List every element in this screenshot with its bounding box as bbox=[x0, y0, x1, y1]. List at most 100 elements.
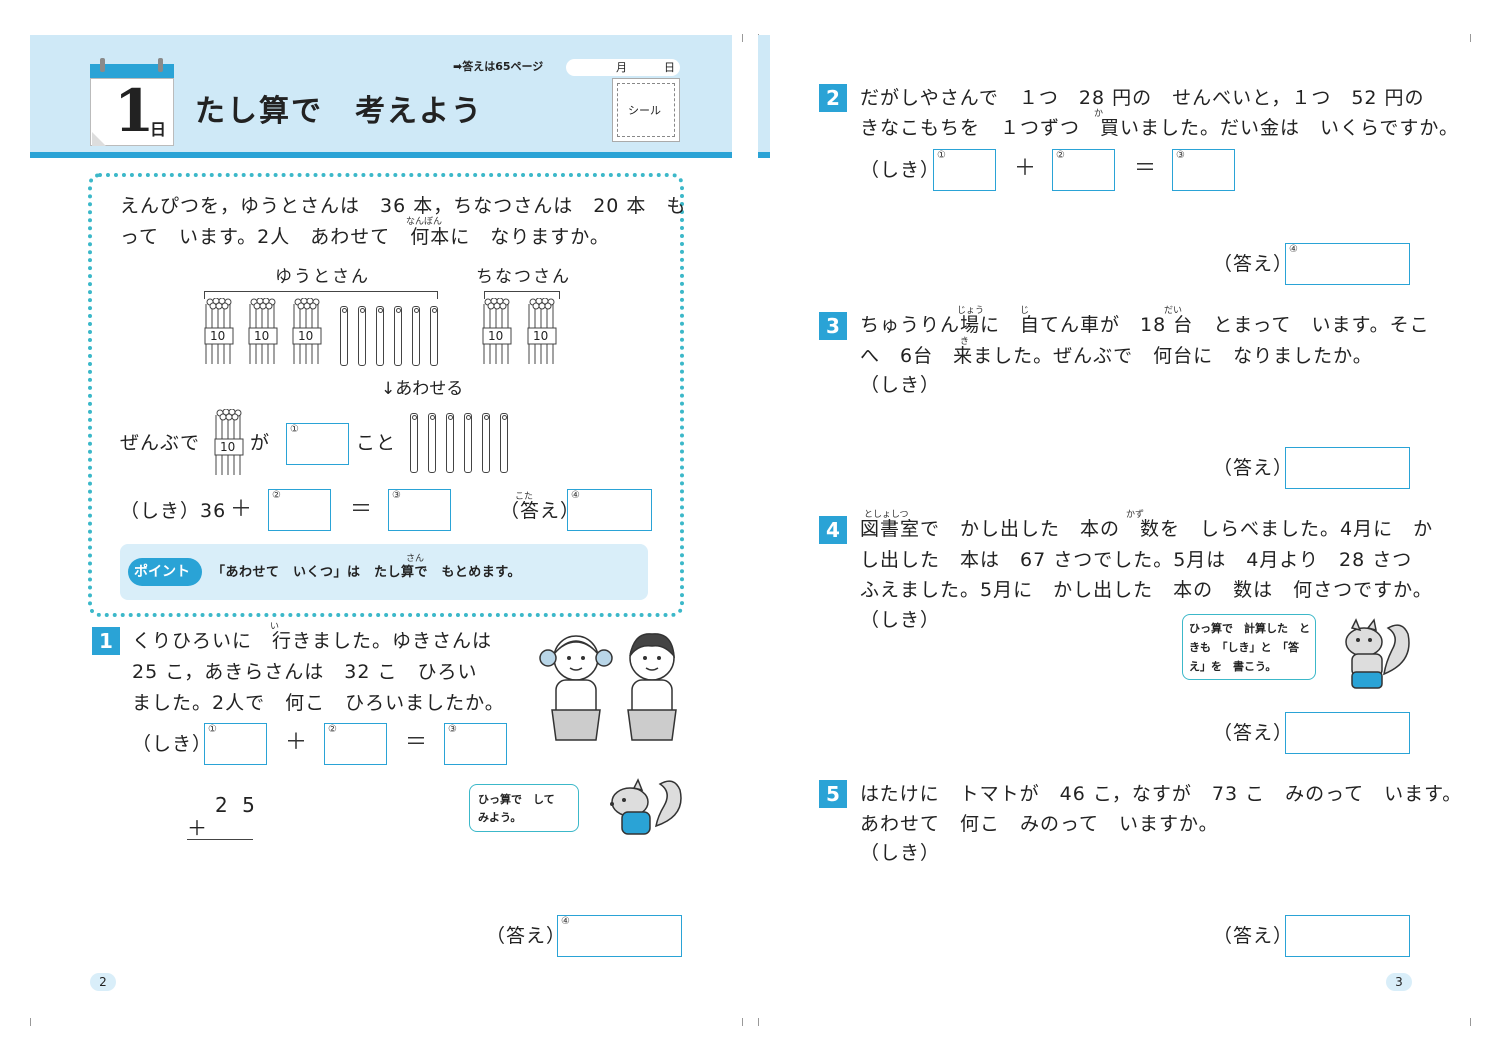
q5-answer-box[interactable] bbox=[1285, 915, 1410, 957]
trim-mark bbox=[742, 34, 743, 42]
q1-shiki: （しき） bbox=[132, 733, 213, 755]
squirrel-icon-2 bbox=[1345, 618, 1410, 689]
trim-mark bbox=[1470, 34, 1471, 42]
header-underline-edge bbox=[758, 152, 770, 158]
bundle-label: 10 bbox=[488, 329, 504, 343]
day-unit: 日 bbox=[150, 120, 167, 139]
q3-kotae: （答え） bbox=[1213, 457, 1294, 479]
pencil-stick bbox=[340, 306, 348, 366]
pencil-stick bbox=[394, 306, 402, 366]
pencil-bundle: 10 bbox=[248, 297, 278, 368]
intro-box-4[interactable]: ④ bbox=[567, 489, 652, 531]
children-illustration bbox=[539, 633, 677, 741]
intro-box-2[interactable]: ② bbox=[268, 489, 331, 531]
zenbude-label: ぜんぶで bbox=[120, 432, 201, 454]
sticker-slot[interactable]: シール bbox=[612, 78, 680, 142]
point-text: 「あわせて いくつ」は たし算で もとめます。 bbox=[212, 565, 521, 580]
bundle-label: 10 bbox=[254, 329, 270, 343]
pencil-stick bbox=[446, 413, 454, 473]
q2-number: 2 bbox=[819, 84, 847, 112]
bundle-label: 10 bbox=[298, 329, 314, 343]
pencil-bundle: 10 bbox=[204, 297, 234, 368]
calendar-icon: 1 日 bbox=[90, 58, 176, 148]
q4-line-3: ふえました。5月に かし出した 本の 数は 何さつですか。 bbox=[860, 579, 1433, 601]
hint-bubble-q4: ひっ算で 計算した ときも 「しき」と 「答え」を 書こう。 bbox=[1182, 614, 1316, 680]
label-chinatsu: ちなつさん bbox=[476, 267, 571, 287]
pencil-bundle: 10 bbox=[482, 297, 512, 368]
hint-bubble-q1: ひっ算で して みよう。 bbox=[469, 784, 579, 832]
intro-box-3[interactable]: ③ bbox=[388, 489, 451, 531]
header-band-edge bbox=[758, 35, 770, 153]
example-box bbox=[88, 173, 684, 617]
hissan-top: 2 5 bbox=[215, 793, 259, 817]
answer-reference: ➡答えは65ページ bbox=[453, 60, 544, 73]
q4-answer-box[interactable] bbox=[1285, 712, 1410, 754]
merge-label: ↓あわせる bbox=[381, 379, 464, 399]
q4-number: 4 bbox=[819, 516, 847, 544]
pencil-stick bbox=[410, 413, 418, 473]
pencil-stick bbox=[464, 413, 472, 473]
page-title: たし算で 考えよう bbox=[195, 94, 483, 129]
koto-label: こと bbox=[356, 432, 397, 454]
pencil-stick bbox=[412, 306, 420, 366]
answer-box-bundles[interactable]: ① bbox=[286, 423, 349, 465]
q4-line-2: し出した 本は 67 さつでした。5月は 4月より 28 さつ bbox=[860, 549, 1413, 571]
q1-kotae: （答え） bbox=[486, 925, 567, 947]
pencil-stick bbox=[482, 413, 490, 473]
q2-shiki: （しき） bbox=[860, 159, 941, 181]
q2-box-4[interactable]: ④ bbox=[1285, 243, 1410, 285]
q2-box-1[interactable]: ① bbox=[933, 149, 996, 191]
q5-line-1: はたけに トマトが 46 こ，なすが 73 こ みのって います。 bbox=[860, 783, 1463, 805]
hissan-plus: ＋ bbox=[187, 816, 207, 840]
label-yuto: ゆうとさん bbox=[275, 267, 370, 287]
q5-kotae: （答え） bbox=[1213, 925, 1294, 947]
q1-line-2: 25 こ，あきらさんは 32 こ ひろい bbox=[132, 661, 478, 683]
day-number: 1 bbox=[114, 77, 155, 145]
point-box bbox=[120, 544, 648, 600]
q3-answer-box[interactable] bbox=[1285, 447, 1410, 489]
q1-number: 1 bbox=[92, 627, 120, 655]
bundle-label: 10 bbox=[533, 329, 549, 343]
q1-box-3[interactable]: ③ bbox=[444, 723, 507, 765]
intro-kotae: （答え） bbox=[500, 500, 581, 522]
point-badge: ポイント bbox=[128, 558, 202, 586]
q5-number: 5 bbox=[819, 780, 847, 808]
q3-number: 3 bbox=[819, 312, 847, 340]
bundle-label: 10 bbox=[210, 329, 226, 343]
pencil-stick bbox=[430, 306, 438, 366]
q2-line-2: きなこもちを １つずつ 買いました。だい金は いくらですか。 bbox=[860, 117, 1460, 139]
q1-box-2[interactable]: ② bbox=[324, 723, 387, 765]
page-number-left: 2 bbox=[90, 973, 116, 991]
trim-mark bbox=[30, 1018, 31, 1026]
q3-line-1: ちゅうりん場に 自てん車が 18 台 とまって います。そこ bbox=[860, 314, 1430, 336]
q4-kotae: （答え） bbox=[1213, 722, 1294, 744]
bundle-label: 10 bbox=[220, 440, 236, 454]
pencil-stick bbox=[358, 306, 366, 366]
intro-shiki: （しき）36 bbox=[120, 500, 227, 522]
q3-line-2: へ 6台 来ました。ぜんぶで 何台に なりましたか。 bbox=[860, 345, 1373, 367]
header-underline bbox=[30, 152, 732, 158]
q5-shiki: （しき） bbox=[860, 842, 941, 864]
q2-line-1: だがしやさんで １つ 28 円の せんべいと，１つ 52 円の bbox=[860, 87, 1425, 109]
q1-box-4[interactable]: ④ bbox=[557, 915, 682, 957]
q2-kotae: （答え） bbox=[1213, 253, 1294, 275]
q2-box-2[interactable]: ② bbox=[1052, 149, 1115, 191]
q3-shiki: （しき） bbox=[860, 374, 941, 396]
pencil-bundle: 10 bbox=[527, 297, 557, 368]
intro-line-1: えんぴつを，ゆうとさんは 36 本，ちなつさんは 20 本 も bbox=[120, 195, 687, 217]
pencil-stick bbox=[428, 413, 436, 473]
q1-box-1[interactable]: ① bbox=[204, 723, 267, 765]
q4-line-1: 図書室で かし出した 本の 数を しらべました。4月に か bbox=[860, 518, 1434, 540]
q2-box-3[interactable]: ③ bbox=[1172, 149, 1235, 191]
q4-shiki: （しき） bbox=[860, 609, 941, 631]
date-field[interactable]: 月 日 bbox=[566, 59, 680, 76]
page-number-right: 3 bbox=[1386, 973, 1412, 991]
trim-mark bbox=[742, 1018, 743, 1026]
pencil-bundle: 10 bbox=[292, 297, 322, 368]
bracket-chinatsu bbox=[484, 291, 560, 299]
pencil-stick bbox=[500, 413, 508, 473]
bracket-yuto bbox=[204, 291, 438, 299]
q1-line-3: ました。2人で 何こ ひろいましたか。 bbox=[132, 692, 505, 714]
ga-label: が bbox=[250, 432, 271, 454]
q1-line-1: くりひろいに 行きました。ゆきさんは bbox=[132, 630, 493, 652]
